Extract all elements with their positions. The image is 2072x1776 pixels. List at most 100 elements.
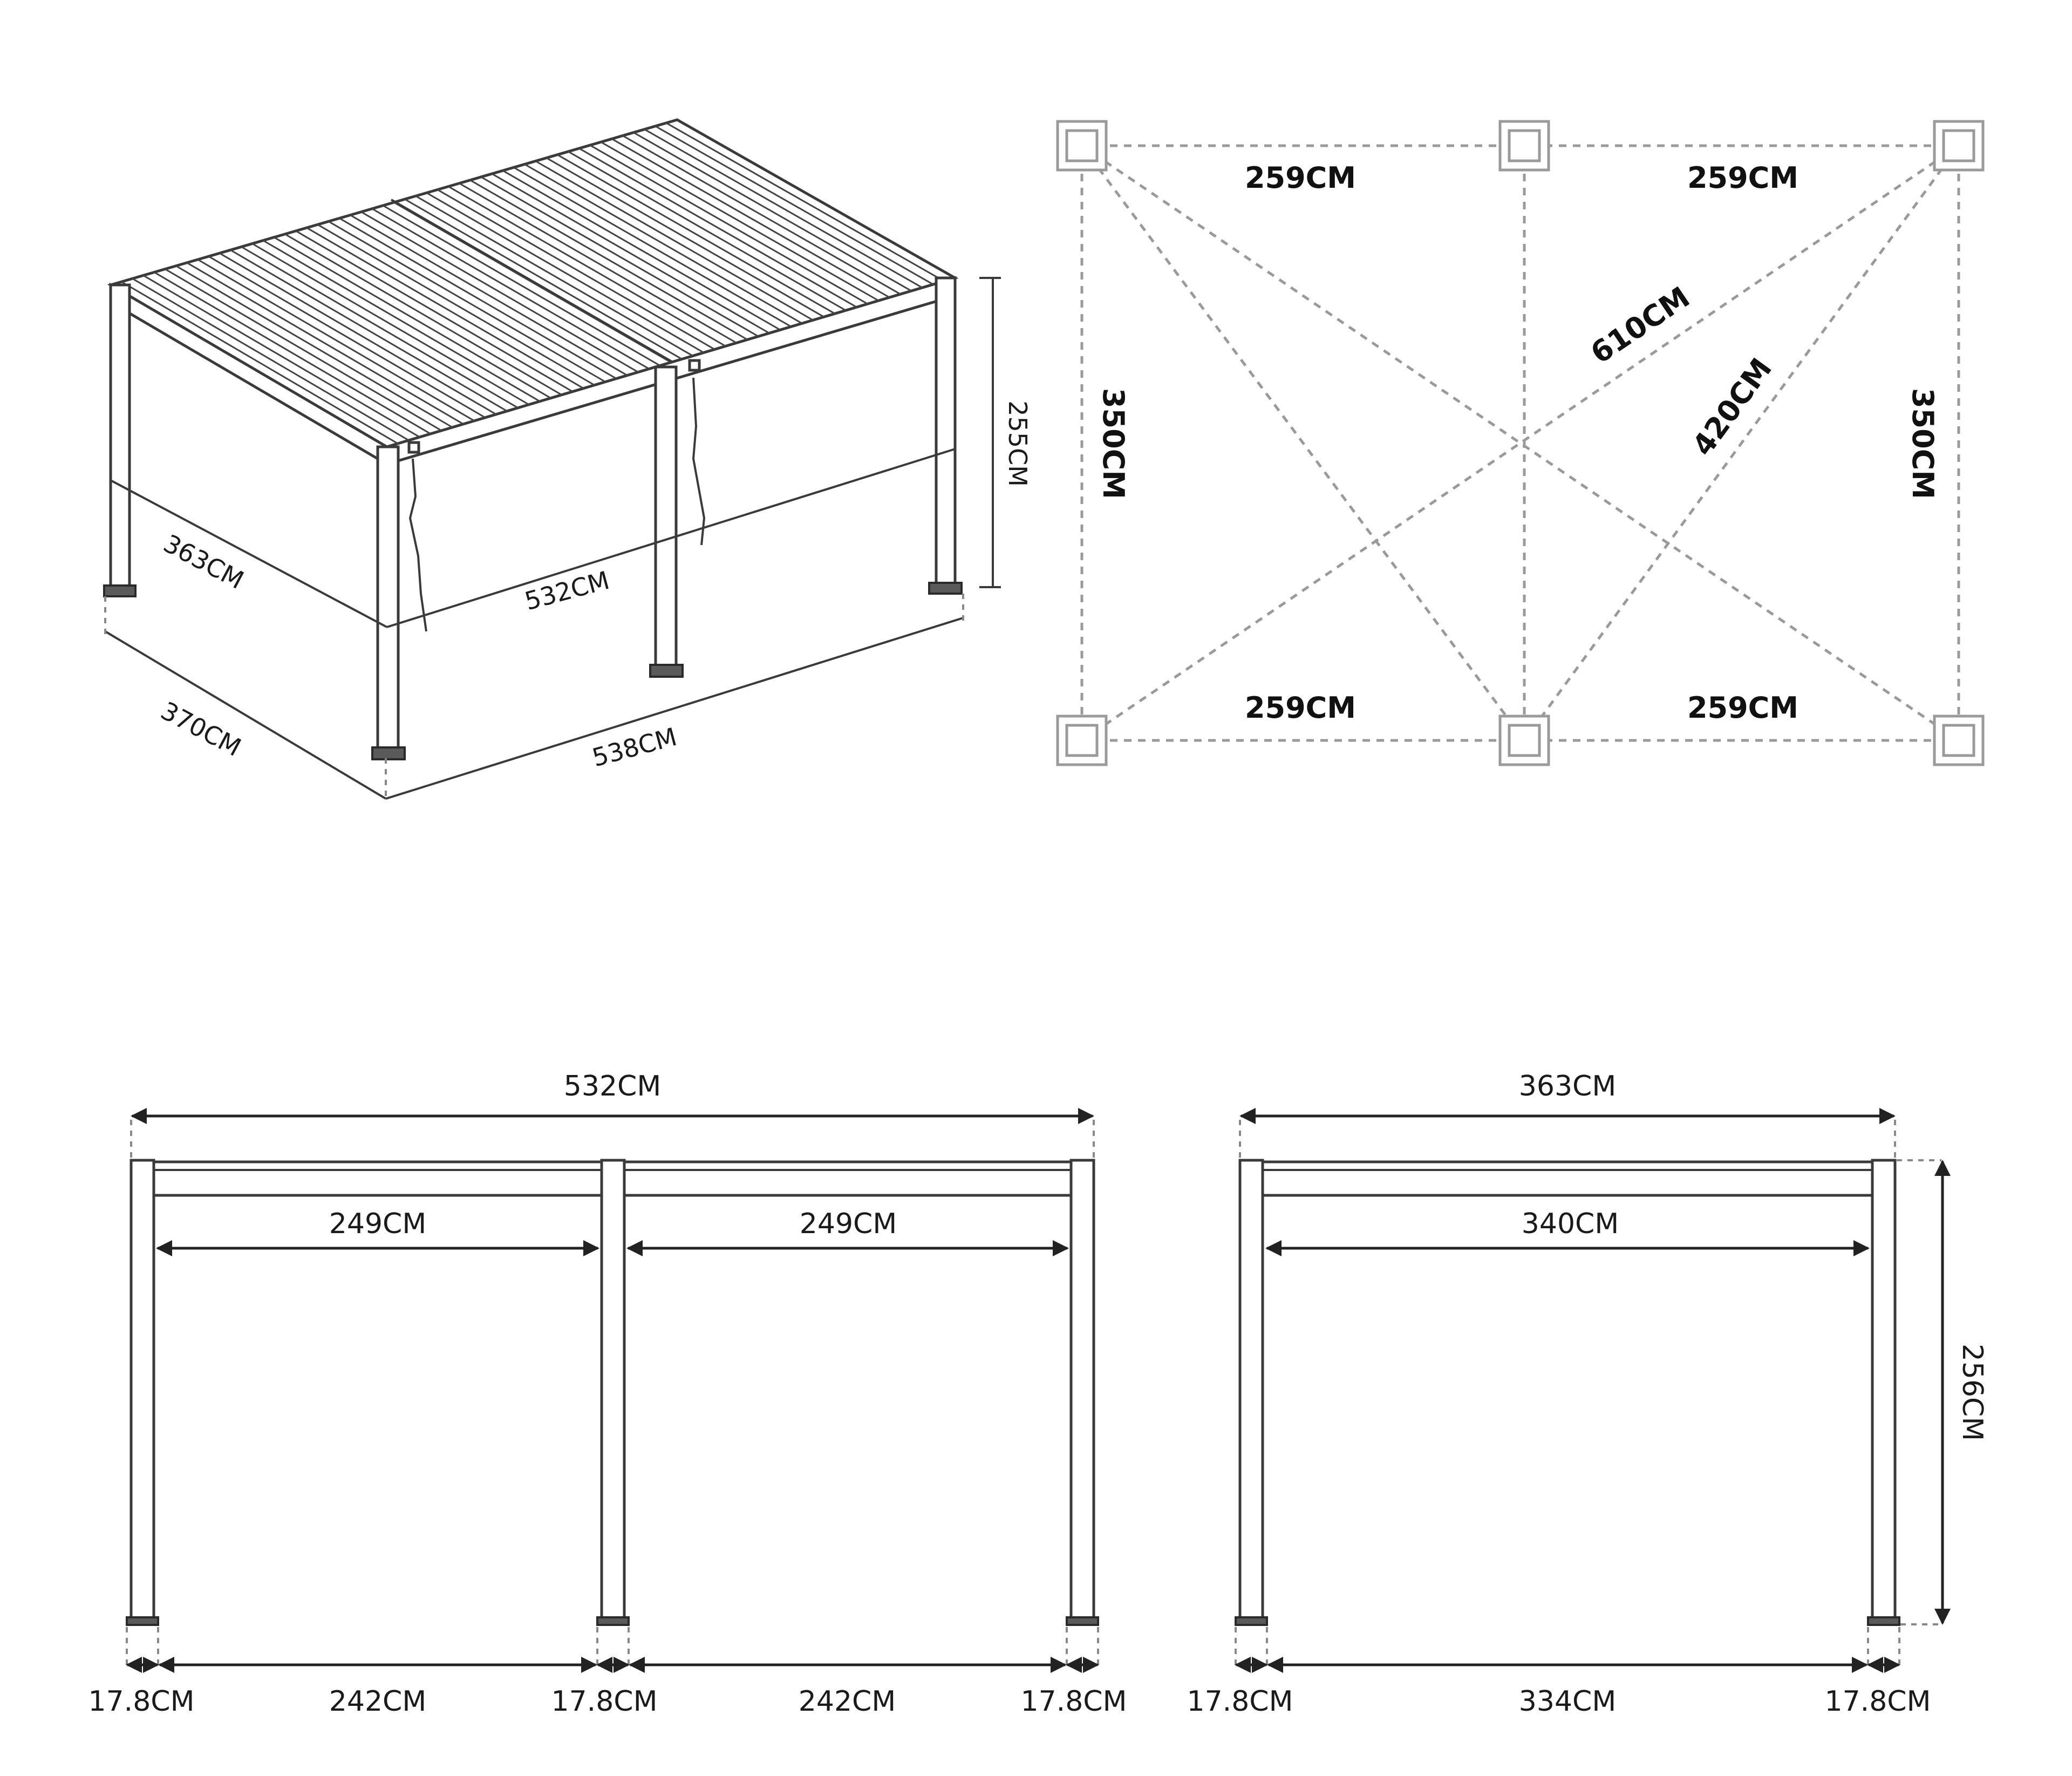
roof-louvre — [524, 164, 803, 324]
front-label-base-post-1: 17.8CM — [88, 1685, 195, 1718]
roof-louvre — [317, 223, 595, 386]
roof-louvre — [142, 275, 420, 438]
front-label-base-post-2: 17.8CM — [551, 1685, 658, 1718]
roof-center-beam — [391, 199, 672, 363]
roof-louvre — [633, 132, 912, 292]
roof-louvre — [448, 186, 726, 347]
roof-louvre — [383, 205, 661, 366]
post-back-right — [935, 276, 957, 590]
isometric-view: 363CM 532CM 370CM 538CM 255CM — [103, 118, 1032, 801]
roof-louvre — [175, 265, 453, 428]
iso-label-538: 538CM — [589, 722, 680, 772]
roof-louvre — [600, 141, 879, 302]
roof-louvre — [219, 252, 497, 416]
roof-louvre — [535, 160, 814, 321]
roof-louvre — [426, 192, 704, 353]
roof-louvre — [557, 154, 835, 315]
plan-post-bottom-right — [1933, 715, 1985, 766]
roof-louvre — [502, 169, 781, 331]
iso-dim-370 — [104, 630, 387, 800]
plan-label-top-left: 259CM — [1245, 161, 1356, 195]
roof-louvre — [251, 243, 530, 406]
roof-louvre — [513, 166, 792, 328]
side-label-height: 256CM — [1956, 1344, 1988, 1441]
side-foot-left — [1235, 1616, 1268, 1626]
roof-louvre — [274, 236, 551, 399]
post-back-left — [109, 283, 131, 589]
front-post-right — [1069, 1159, 1095, 1623]
front-view: 532CM 249CM 249CM 17.8CM 242CM 17.8CM 24… — [88, 1070, 1127, 1718]
front-foot-left — [126, 1616, 159, 1626]
roof-louvre — [589, 144, 868, 305]
roof-louvre — [611, 138, 890, 298]
plan-post-top-middle — [1498, 120, 1550, 172]
front-label-base-gap-1: 242CM — [329, 1685, 426, 1718]
roof-louvre — [284, 233, 562, 396]
roof-louvre — [578, 147, 857, 308]
side-label-base-post-2: 17.8CM — [1825, 1685, 1931, 1718]
roof-louvre — [622, 135, 901, 295]
iso-dim-538 — [385, 617, 964, 800]
post-front-middle — [654, 365, 678, 671]
iso-label-532: 532CM — [522, 566, 612, 616]
front-label-overall: 532CM — [564, 1070, 661, 1103]
side-label-beam: 340CM — [1522, 1208, 1619, 1240]
roof-louvre — [121, 281, 399, 445]
roof-louvre — [339, 217, 617, 379]
front-label-right-bay: 249CM — [800, 1208, 897, 1240]
roof-louvre — [328, 221, 606, 383]
roof-louvre — [644, 128, 923, 289]
side-post-left — [1238, 1159, 1264, 1623]
roof-louvre — [491, 173, 770, 334]
side-label-overall: 363CM — [1519, 1070, 1616, 1103]
roof-louvre — [197, 258, 475, 422]
roof-louvre — [655, 125, 934, 285]
plan-label-diagonal-long: 610CM — [1585, 280, 1696, 370]
motor-cable-right — [692, 377, 706, 546]
side-beam — [1261, 1160, 1874, 1197]
side-foot-right — [1867, 1616, 1900, 1626]
plan-post-top-right — [1933, 120, 1985, 172]
plan-post-bottom-middle — [1498, 715, 1550, 766]
roof-louvre — [459, 182, 737, 344]
front-label-left-bay: 249CM — [329, 1208, 426, 1240]
plan-label-bottom-right: 259CM — [1687, 691, 1798, 725]
front-label-base-post-3: 17.8CM — [1021, 1685, 1127, 1718]
roof-louvre — [371, 208, 650, 370]
roof-louvre — [415, 195, 693, 357]
roof-louvre — [360, 211, 639, 373]
plan-label-top-right: 259CM — [1687, 161, 1798, 195]
plan-label-bottom-left: 259CM — [1245, 691, 1356, 725]
foot-back-right — [928, 582, 963, 595]
front-label-base-gap-2: 242CM — [799, 1685, 896, 1718]
roof-louvre — [208, 255, 486, 419]
foot-front-middle — [649, 664, 684, 678]
iso-dim-532 — [386, 448, 956, 628]
plan-label-diagonal-short: 420CM — [1686, 352, 1778, 462]
iso-label-370: 370CM — [156, 696, 246, 763]
plan-label-right-depth: 350CM — [1906, 388, 1940, 499]
motor-box-right — [688, 359, 701, 372]
iso-dim-363 — [110, 479, 387, 628]
roof-louvre — [350, 214, 628, 376]
roof-louvre — [186, 262, 464, 425]
roof-louvre — [241, 246, 519, 409]
roof-louvre — [480, 176, 759, 337]
roof-louvre — [262, 240, 541, 403]
side-label-base-post-1: 17.8CM — [1187, 1685, 1293, 1718]
side-view: 363CM 340CM 256CM 17.8CM 334CM 17.8CM — [1187, 1070, 1988, 1718]
roof-louvre — [568, 151, 847, 311]
front-post-middle — [600, 1159, 626, 1623]
roof-louvre — [666, 122, 945, 282]
front-foot-middle — [596, 1616, 630, 1626]
side-label-base-gap: 334CM — [1519, 1685, 1616, 1718]
roof-louvre — [295, 230, 574, 392]
plan-post-top-left — [1056, 120, 1108, 172]
iso-label-height: 255CM — [1003, 400, 1032, 487]
side-post-right — [1871, 1159, 1897, 1623]
roof-louvre — [546, 157, 824, 318]
motor-cable-left — [408, 458, 427, 632]
roof-louvre — [437, 189, 715, 350]
roof-louvre — [404, 198, 683, 360]
